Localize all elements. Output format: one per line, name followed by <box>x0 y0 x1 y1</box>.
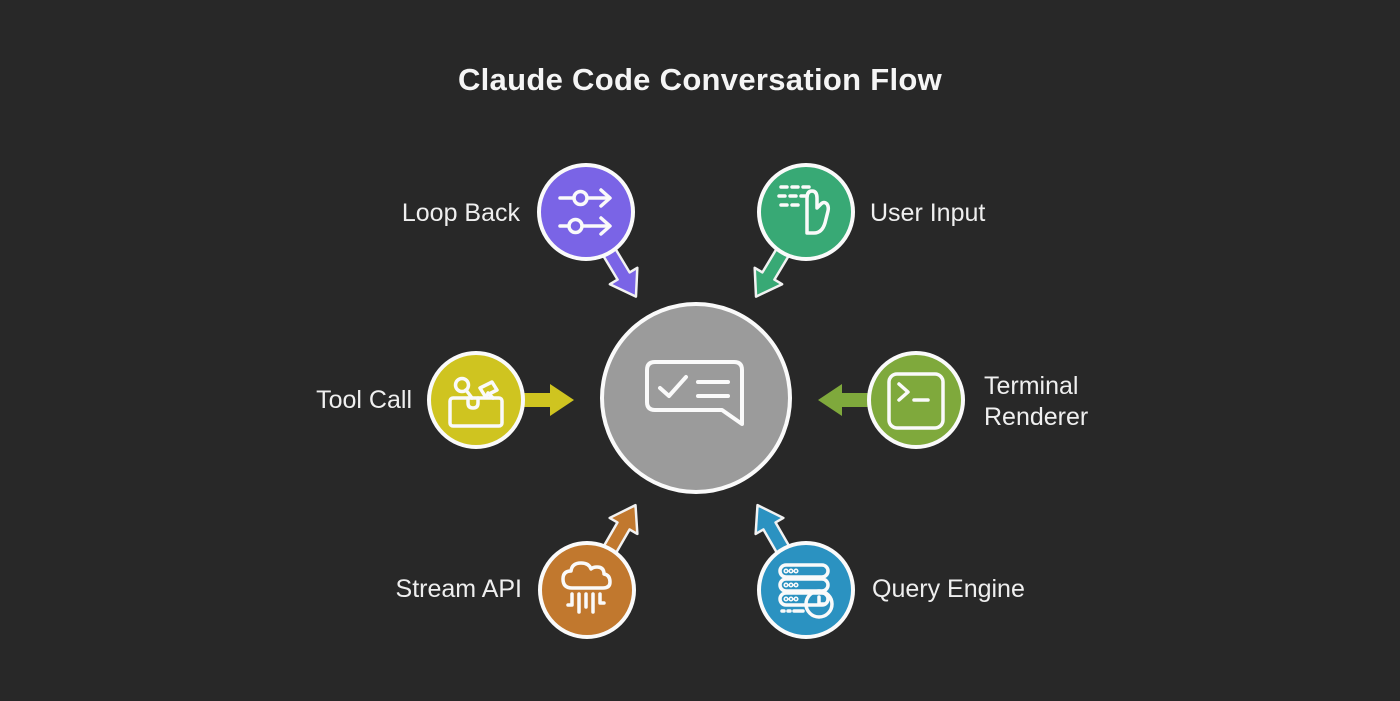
arrow-tool-call <box>510 384 574 416</box>
hand-input-icon <box>777 185 831 235</box>
flow-arrows-icon <box>558 188 612 236</box>
diagram-title: Claude Code Conversation Flow <box>457 62 943 97</box>
node-tool-call <box>427 351 525 449</box>
label-loop-back: Loop Back <box>401 199 520 227</box>
label-stream-api: Stream API <box>395 575 522 603</box>
arrow-terminal-renderer <box>818 384 882 416</box>
node-stream-api <box>538 541 636 639</box>
center-node <box>600 302 792 494</box>
label-user-input: User Input <box>870 199 986 227</box>
chat-check-icon <box>645 360 744 426</box>
database-clock-icon <box>778 563 834 619</box>
cloud-stream-icon <box>561 561 612 614</box>
label-query-engine: Query Engine <box>872 575 1025 603</box>
label-tool-call: Tool Call <box>316 386 412 414</box>
label-terminal-renderer: Terminal Renderer <box>984 372 1089 431</box>
terminal-icon <box>887 372 945 430</box>
toolbox-icon <box>448 376 504 428</box>
node-query-engine <box>757 541 855 639</box>
node-user-input <box>757 163 855 261</box>
node-terminal-renderer <box>867 351 965 449</box>
node-loop-back <box>537 163 635 261</box>
